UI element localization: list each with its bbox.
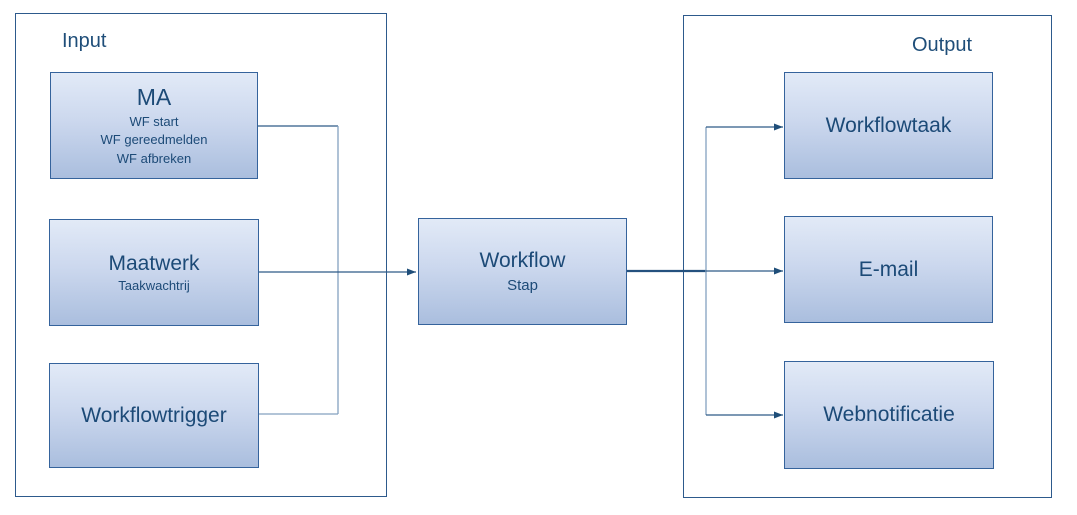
node-workflowtaak-title: Workflowtaak [825,113,952,137]
group-input: Input [15,13,387,497]
node-webnotificatie-title: Webnotificatie [823,403,955,427]
node-workflow-title: Workflow [479,249,566,273]
group-output-label: Output [912,34,973,56]
node-workflow-line-1: Stap [507,276,538,294]
node-workflowtrigger-title: Workflowtrigger [81,403,227,427]
node-workflow-stap: Workflow Stap [418,218,627,325]
node-ma-line-1: WF start [129,113,179,129]
node-maatwerk-line-1: Taakwachtrij [118,277,190,293]
node-email-title: E-mail [858,257,919,281]
node-ma: MA WF start WF gereedmelden WF afbreken [50,72,258,179]
node-workflowtrigger: Workflowtrigger [49,363,259,468]
node-ma-title: MA [136,83,172,110]
group-output: Output [683,15,1052,498]
node-workflowtaak: Workflowtaak [784,72,993,179]
node-ma-line-2: WF gereedmelden [100,132,208,148]
node-webnotificatie: Webnotificatie [784,361,994,469]
group-input-label: Input [62,30,107,52]
node-maatwerk: Maatwerk Taakwachtrij [49,219,259,326]
node-maatwerk-title: Maatwerk [108,251,200,275]
node-ma-line-3: WF afbreken [116,150,192,166]
node-email: E-mail [784,216,993,323]
